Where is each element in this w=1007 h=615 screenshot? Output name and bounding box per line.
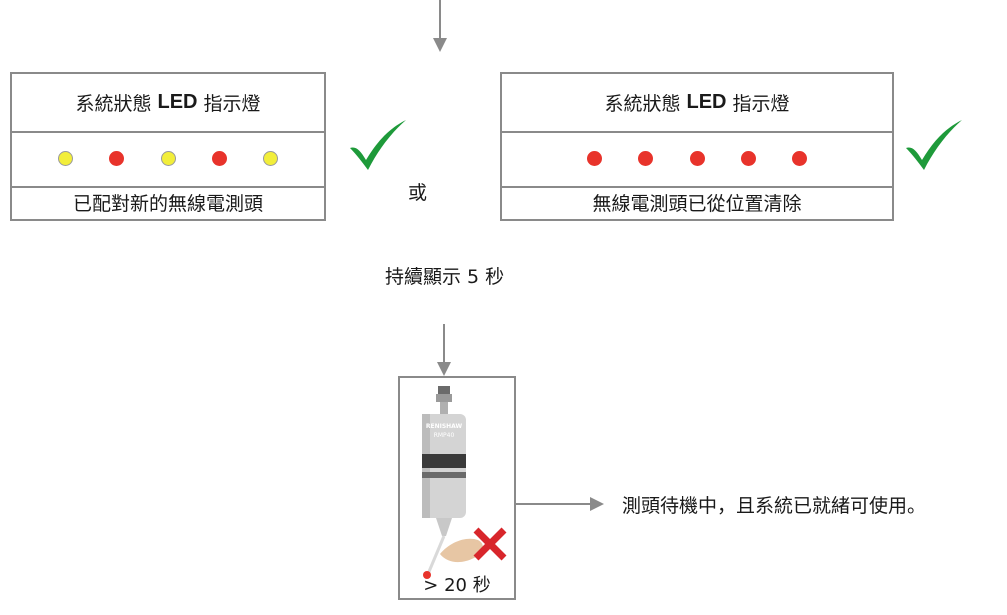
left-led-yellow-1 [58, 151, 73, 166]
cross-icon [473, 527, 507, 561]
left-led-red-4 [211, 151, 227, 166]
arrow-down-icon [437, 324, 451, 376]
check-icon [906, 120, 962, 170]
left-led-yellow-3 [160, 151, 176, 166]
left-panel-caption: 已配對新的無線電測頭 [72, 193, 263, 215]
probe-model: RMP40 [433, 432, 455, 439]
probe-time-label: > 20 秒 [423, 575, 491, 596]
probe-illustration [422, 386, 483, 579]
probe-brand: RENISHAW [425, 423, 463, 430]
left-led-yellow-5 [263, 151, 278, 166]
result-label: 測頭待機中，且系統已就緒可使用。 [622, 495, 927, 517]
right-led-red-5 [792, 151, 807, 166]
probe-panel: RENISHAW RMP40 > 20 秒 [398, 376, 516, 600]
left-led-row [12, 131, 324, 188]
right-led-red-4 [740, 151, 756, 166]
left-led-red-2 [109, 151, 125, 166]
right-panel-caption: 無線電測頭已從位置清除 [592, 193, 802, 215]
arrow-down-icon [433, 0, 447, 52]
arrow-right-icon [516, 497, 604, 511]
right-led-red-3 [689, 151, 705, 166]
right-led-red-1 [587, 151, 602, 166]
check-icon [350, 120, 406, 170]
or-label: 或 [408, 182, 428, 204]
right-led-red-2 [638, 151, 654, 166]
duration-label: 持續顯示 5 秒 [385, 266, 505, 288]
right-led-row [502, 131, 892, 188]
